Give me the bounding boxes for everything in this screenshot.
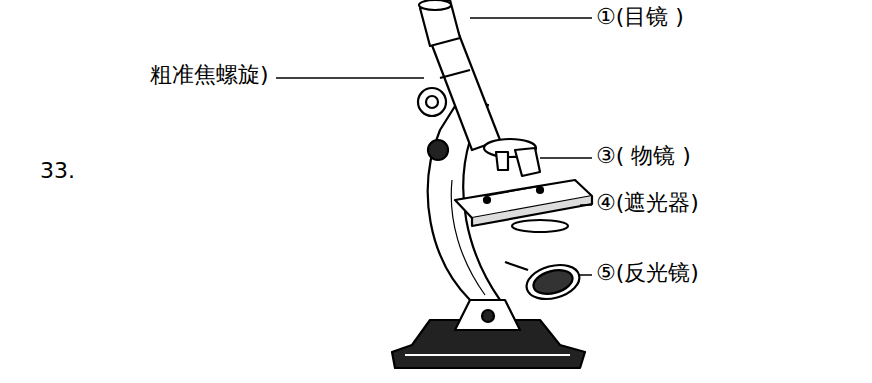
callout-label: ①(目镜 ) — [596, 4, 684, 30]
callout-label: ④(遮光器) — [596, 190, 699, 216]
part-label: 粗准焦螺旋) — [150, 62, 269, 88]
callout-label: ⑤(反光镜) — [596, 260, 699, 286]
question-number: 33. — [40, 158, 75, 184]
callout-label: ③( 物镜 ) — [596, 143, 691, 169]
